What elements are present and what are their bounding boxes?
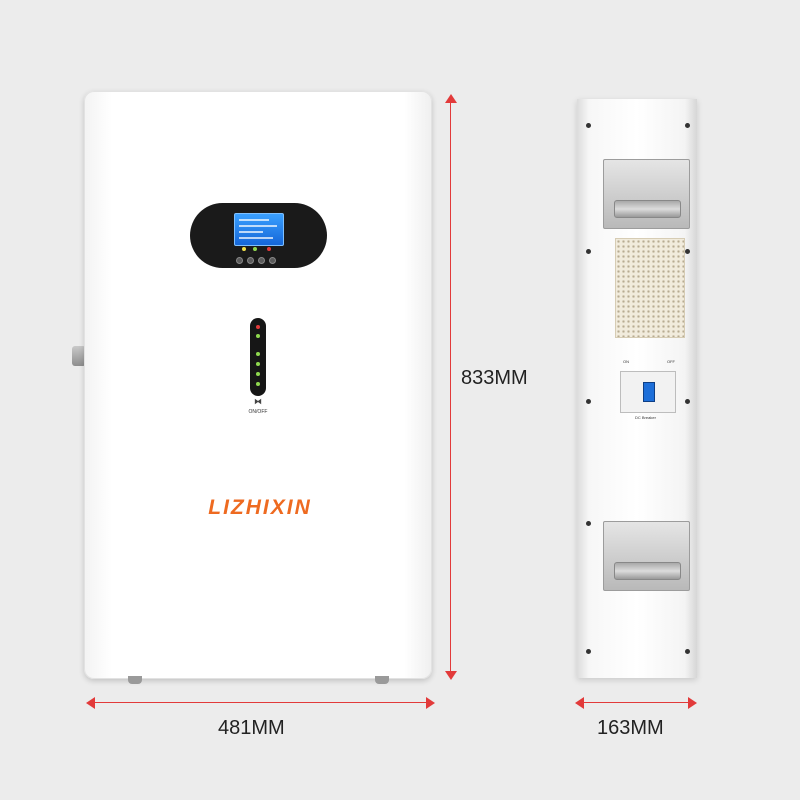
width-dimension-line — [94, 702, 426, 703]
breaker-label: DC Breaker — [635, 415, 656, 420]
breaker-switch[interactable] — [643, 382, 655, 402]
width-dimension-label: 481MM — [218, 717, 285, 739]
status-led-green — [253, 247, 257, 251]
top-handle[interactable] — [603, 159, 690, 229]
switch-on-label: ON — [623, 359, 629, 364]
display-panel — [190, 203, 327, 268]
height-dimension-label: 833MM — [461, 367, 528, 389]
arrow-up-icon — [445, 94, 457, 103]
status-led-red — [267, 247, 271, 251]
arrow-right-icon — [688, 697, 697, 709]
arrow-down-icon — [445, 671, 457, 680]
power-label: ON/OFF — [248, 409, 268, 415]
foot-left — [128, 676, 142, 684]
display-button-4[interactable] — [269, 257, 276, 264]
display-button-3[interactable] — [258, 257, 265, 264]
arrow-right-icon — [426, 697, 435, 709]
display-button-1[interactable] — [236, 257, 243, 264]
dc-breaker — [620, 371, 676, 413]
capacity-led-strip — [250, 318, 266, 396]
status-led-yellow — [242, 247, 246, 251]
battery-side-view: ON OFF DC Breaker — [577, 99, 697, 678]
side-connector — [72, 346, 86, 366]
foot-right — [375, 676, 389, 684]
arrow-left-icon — [575, 697, 584, 709]
ventilation-grille — [615, 238, 685, 338]
display-button-2[interactable] — [247, 257, 254, 264]
depth-dimension-line — [582, 702, 689, 703]
brand-logo-text: LIZHIXIN — [208, 496, 312, 519]
switch-off-label: OFF — [667, 359, 675, 364]
lcd-screen — [234, 213, 284, 246]
bottom-handle[interactable] — [603, 521, 690, 591]
power-button-icon[interactable]: ⧓ — [254, 397, 262, 406]
arrow-left-icon — [86, 697, 95, 709]
depth-dimension-label: 163MM — [597, 717, 664, 739]
height-dimension-line — [450, 100, 451, 674]
